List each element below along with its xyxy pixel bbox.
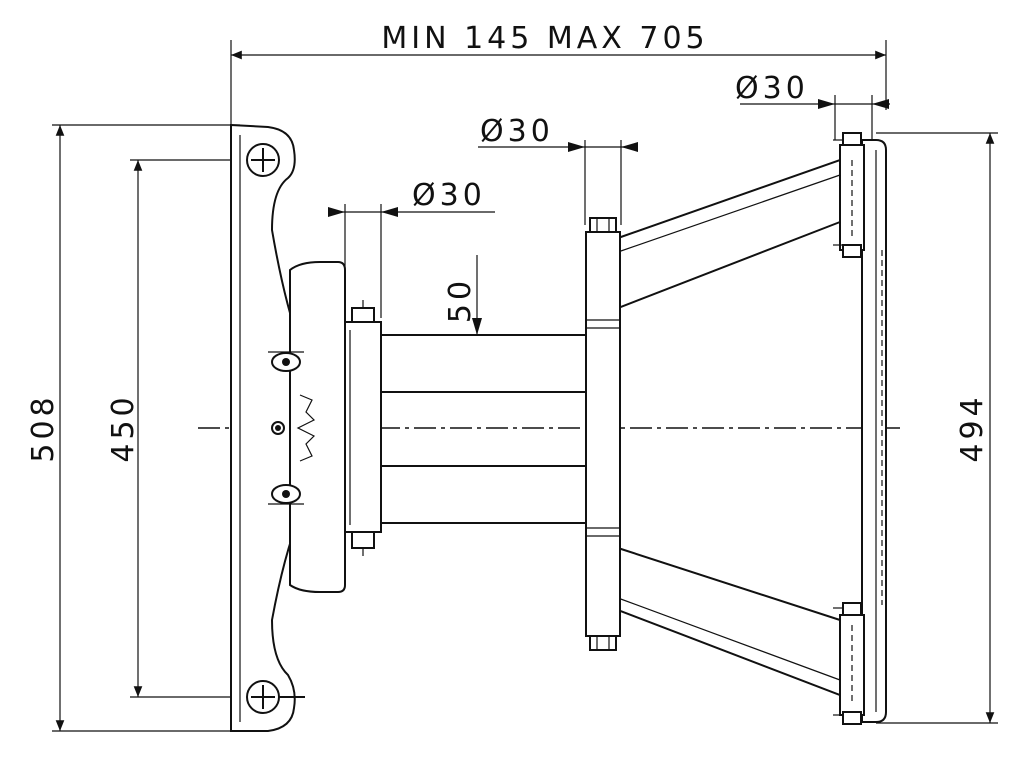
plate-height-dimension: 508 bbox=[26, 124, 240, 732]
outer-arm-upper bbox=[617, 158, 841, 310]
diameter-label-top-right: Ø30 bbox=[735, 71, 809, 106]
arm-spacing-label: 50 bbox=[443, 277, 478, 323]
inner-arm-upper bbox=[359, 334, 587, 393]
outer-arm-lower bbox=[617, 546, 841, 697]
diameter-dimension-top-right: Ø30 bbox=[735, 71, 890, 140]
diameter-label-middle: Ø30 bbox=[480, 114, 554, 149]
wall-plate-height-dimension: 494 bbox=[876, 132, 998, 724]
overall-width-label: MIN 145 MAX 705 bbox=[381, 21, 708, 56]
diameter-label-left: Ø30 bbox=[412, 178, 486, 213]
wall-plate-height-label: 494 bbox=[955, 393, 990, 462]
hole-spacing-label: 450 bbox=[106, 393, 141, 462]
middle-pivot-column bbox=[585, 217, 621, 651]
tv-mounting-plate bbox=[230, 123, 346, 732]
overall-width-dimension: MIN 145 MAX 705 bbox=[230, 21, 887, 125]
diameter-dimension-middle: Ø30 bbox=[478, 114, 638, 225]
hole-spacing-dimension: 450 bbox=[106, 159, 262, 698]
inner-pivot-column bbox=[344, 300, 382, 556]
inner-arm-lower bbox=[359, 465, 587, 524]
wall-plate bbox=[833, 132, 887, 725]
plate-height-label: 508 bbox=[26, 393, 61, 462]
